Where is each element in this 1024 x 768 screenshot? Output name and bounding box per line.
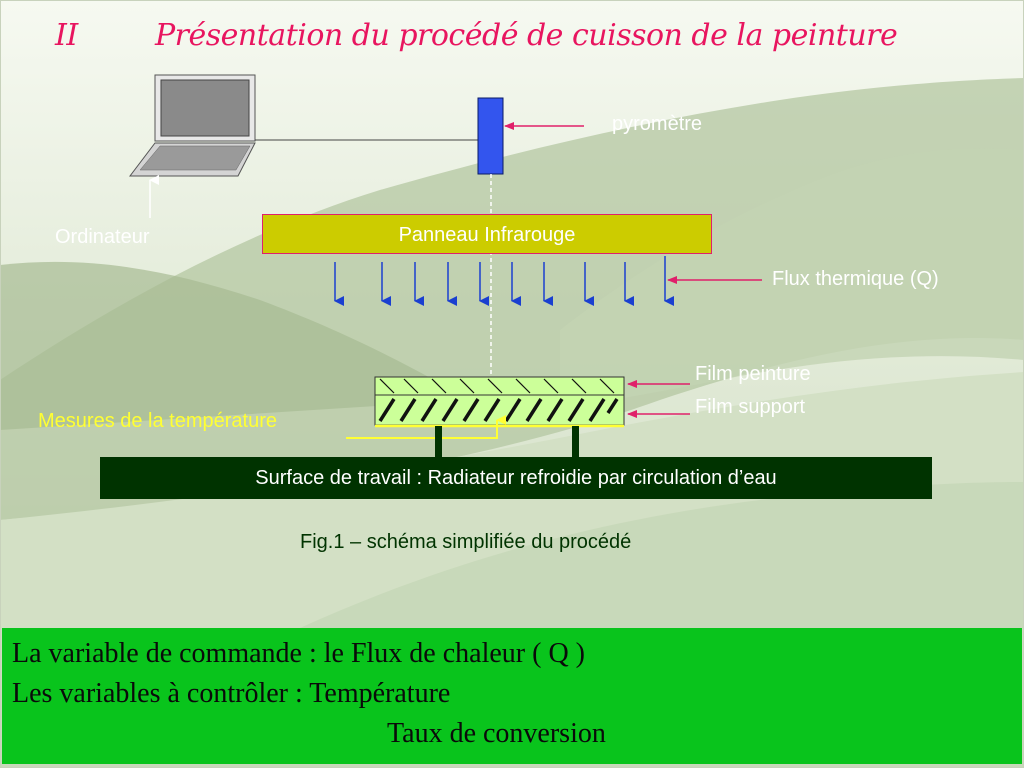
laptop-icon — [128, 74, 256, 177]
computer-label: Ordinateur — [55, 226, 150, 248]
summary-line-controlled-variables: Les variables à contrôler : Température — [12, 678, 451, 709]
slide-title: II Présentation du procédé de cuisson de … — [55, 18, 898, 53]
temperature-measurement-label: Mesures de la température — [38, 410, 278, 432]
support-leg-right — [572, 426, 579, 457]
heat-flux-label: Flux thermique (Q) — [772, 268, 939, 290]
support-leg-left — [435, 426, 442, 457]
pyrometer-sensor — [477, 97, 504, 175]
film-stack — [374, 376, 625, 428]
pyrometer-label: pyromètre — [612, 113, 703, 135]
ir-panel: Panneau Infrarouge — [262, 214, 712, 254]
summary-box: La variable de commande : le Flux de cha… — [2, 628, 1022, 764]
section-number: II — [55, 18, 78, 53]
figure-caption: Fig.1 – schéma simplifiée du procédé — [300, 531, 632, 553]
temperature-pointer-arrow — [346, 415, 506, 439]
summary-line-conversion-rate: Taux de conversion — [387, 718, 606, 749]
title-text: Présentation du procédé de cuisson de la… — [155, 18, 898, 53]
support-film-label: Film support — [695, 396, 806, 418]
paint-film-label: Film peinture — [695, 363, 811, 385]
paint-film — [374, 376, 625, 396]
heat-flux-arrows — [334, 256, 674, 306]
work-surface: Surface de travail : Radiateur refroidie… — [100, 457, 932, 499]
summary-line-control-variable: La variable de commande : le Flux de cha… — [12, 638, 585, 669]
